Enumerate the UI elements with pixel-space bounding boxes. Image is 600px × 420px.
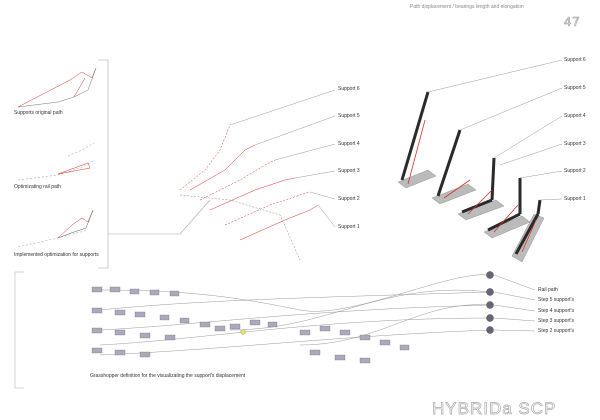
model-support-3-label: Support 3 <box>564 141 586 147</box>
output-step4-label: Step 4 support's <box>538 308 574 314</box>
original-path-diagram <box>17 67 97 108</box>
optimized-supports-diagram <box>17 209 94 248</box>
model-support-6-label: Support 6 <box>564 57 586 63</box>
middle-support-6-label: Support 6 <box>338 86 360 92</box>
middle-support-3-label: Support 3 <box>338 168 360 174</box>
middle-support-2-label: Support 2 <box>338 196 360 202</box>
left-bracket <box>98 59 211 269</box>
page-header-title: Path displacement / bearings length and … <box>410 4 524 10</box>
middle-support-diagram <box>179 89 336 261</box>
rail-path-diagram <box>17 142 96 181</box>
model-support-4-label: Support 4 <box>564 113 586 119</box>
label-optimizating-rail-path: Optimizating rail path <box>14 184 61 190</box>
model-support-1-label: Support 1 <box>564 196 586 202</box>
middle-support-4-label: Support 4 <box>338 141 360 147</box>
model-support-5-label: Support 5 <box>564 85 586 91</box>
grasshopper-definition <box>14 271 536 389</box>
middle-support-5-label: Support 5 <box>338 113 360 119</box>
output-step3-label: Step 3 support's <box>538 318 574 324</box>
middle-support-1-label: Support 1 <box>338 224 360 230</box>
page-number: 47 <box>564 14 581 30</box>
model-support-2-label: Support 2 <box>564 168 586 174</box>
output-rail-path-label: Rail path <box>538 287 558 293</box>
label-implemented-optimization: Implemented optimization for supports <box>14 252 99 258</box>
output-step5-label: Step 5 support's <box>538 297 574 303</box>
logo: HYBRIDa SCP <box>432 399 557 419</box>
grasshopper-caption: Grasshopper definition for the visualiza… <box>90 373 246 379</box>
3d-support-model <box>397 59 563 263</box>
output-step2-label: Step 2 support's <box>538 328 574 334</box>
label-supports-original-path: Supports original path <box>14 110 63 116</box>
